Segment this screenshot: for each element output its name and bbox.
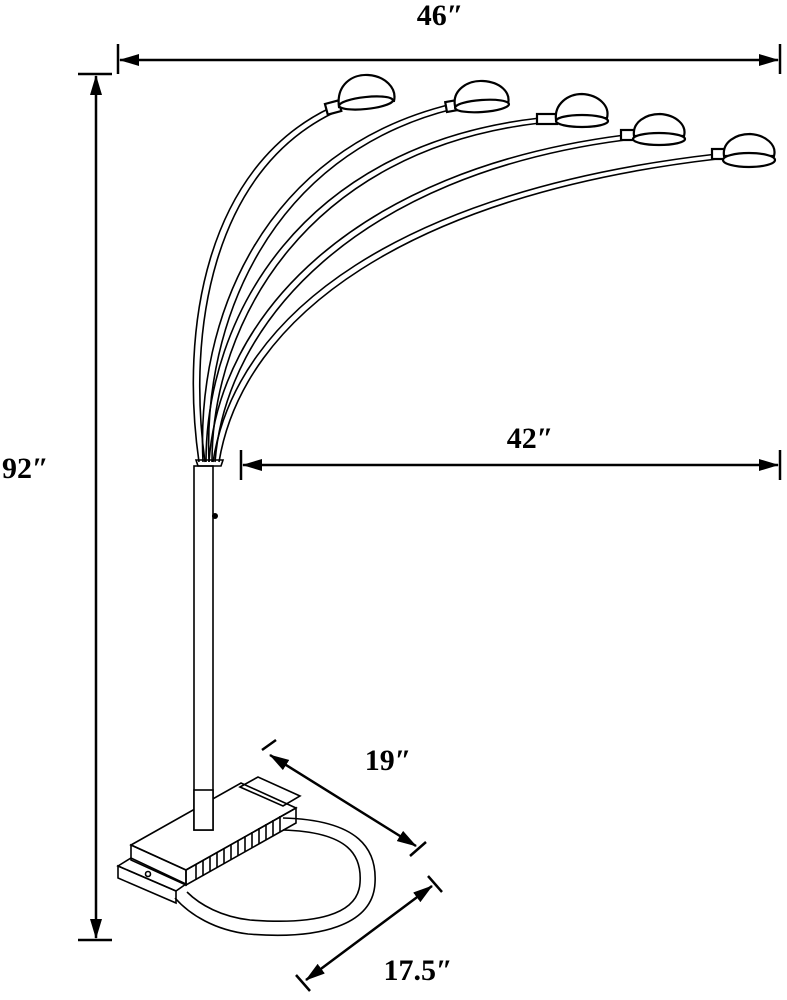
lamp-arms	[192, 103, 718, 463]
label-base-width: 17.5″	[383, 954, 452, 987]
lamp-arm-4	[208, 134, 626, 463]
dimension-base-depth: 19″	[261, 738, 427, 857]
tick-base-width-end	[427, 875, 443, 893]
label-reach: 42″	[507, 422, 554, 455]
lamp-pole	[193, 459, 225, 831]
dimension-overall-width: 46″	[116, 0, 782, 74]
lamp-shade-1	[323, 73, 396, 116]
lamp-shade-3	[535, 92, 610, 129]
base-plate-top	[116, 857, 188, 892]
lamp-arm-2	[201, 103, 454, 463]
pole-bottom	[193, 789, 214, 831]
tick-base-depth-start	[261, 738, 277, 752]
lamp-shade-2	[443, 79, 511, 114]
pole-collar	[194, 459, 225, 467]
label-base-depth: 19″	[365, 744, 412, 777]
lamp-shade-5	[710, 132, 777, 169]
dimension-overall-height: 92″	[2, 72, 112, 942]
base-cap-plate	[238, 776, 302, 807]
lamp-base	[116, 776, 376, 937]
lamp-arm-1	[192, 107, 334, 463]
lamp-shade-4	[619, 112, 687, 147]
tick-base-width-start	[295, 974, 311, 992]
dimension-base-width: 17.5″	[295, 875, 453, 992]
base-block-front	[130, 843, 187, 887]
arrow-base-width	[305, 884, 433, 982]
base-plate-front	[117, 864, 177, 905]
pole-switch	[212, 513, 218, 519]
lamp-arm-3	[205, 117, 541, 463]
lamp-shades	[323, 73, 777, 169]
label-overall-width: 46″	[417, 0, 464, 32]
tick-base-depth-end	[409, 841, 427, 857]
lamp-arm-5	[212, 153, 718, 463]
base-block-ribs	[195, 816, 281, 880]
label-overall-height: 92″	[2, 452, 49, 485]
arrow-base-depth	[269, 753, 417, 848]
base-u-bar-inner	[186, 829, 361, 923]
dimension-reach: 42″	[239, 422, 782, 480]
base-u-bar-outer	[174, 817, 376, 937]
pole-tube	[193, 465, 214, 831]
base-plate-hole	[144, 870, 152, 878]
